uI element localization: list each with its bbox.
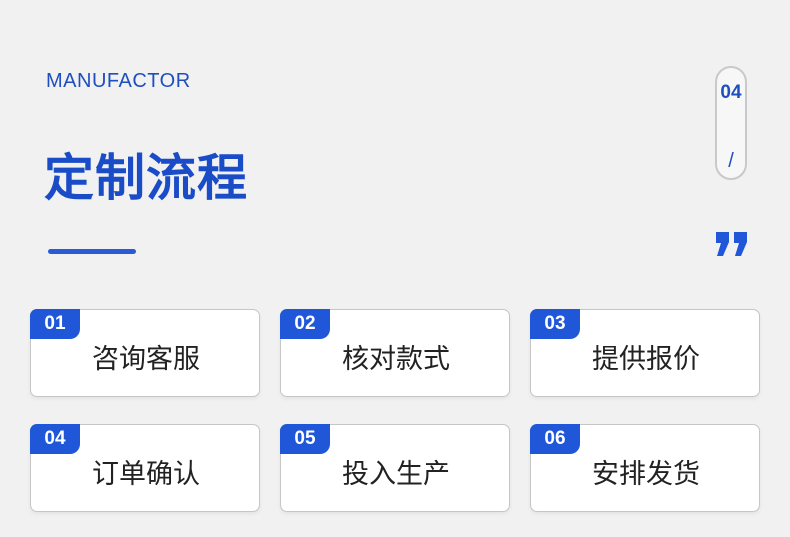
step-card-3: 03 提供报价 (530, 309, 760, 397)
step-number-badge: 02 (280, 309, 330, 339)
step-card-6: 06 安排发货 (530, 424, 760, 512)
step-card-1: 01 咨询客服 (30, 309, 260, 397)
step-number-badge: 01 (30, 309, 80, 339)
step-label: 安排发货 (592, 459, 700, 490)
page-title: 定制流程 (44, 149, 248, 207)
section-eyebrow: MANUFACTOR (46, 70, 191, 92)
page-indicator: 04 / (715, 66, 747, 180)
step-label: 提供报价 (592, 344, 700, 375)
step-number-badge: 05 (280, 424, 330, 454)
title-underline (48, 249, 136, 254)
step-label: 投入生产 (342, 459, 450, 490)
step-card-5: 05 投入生产 (280, 424, 510, 512)
step-label: 咨询客服 (92, 344, 200, 375)
page-indicator-number: 04 (720, 82, 742, 103)
step-number-badge: 06 (530, 424, 580, 454)
step-number-badge: 04 (30, 424, 80, 454)
step-label: 订单确认 (92, 459, 200, 490)
page-indicator-separator: / (728, 150, 734, 172)
step-number-badge: 03 (530, 309, 580, 339)
step-card-2: 02 核对款式 (280, 309, 510, 397)
double-quote-icon (716, 232, 747, 256)
step-label: 核对款式 (342, 344, 450, 375)
step-card-4: 04 订单确认 (30, 424, 260, 512)
